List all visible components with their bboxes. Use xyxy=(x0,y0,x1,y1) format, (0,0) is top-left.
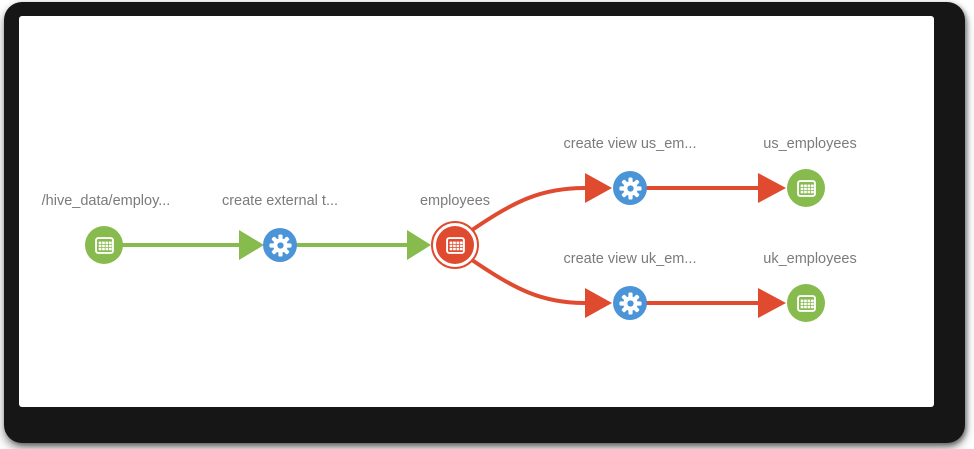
edge-hive-to-create-external xyxy=(122,230,264,260)
edge-create-view-us-to-us-employees xyxy=(646,173,786,203)
node-uk-employees[interactable] xyxy=(787,284,825,322)
gear-icon xyxy=(618,176,642,200)
node-create-view-uk[interactable] xyxy=(613,286,647,320)
arrowhead-icon xyxy=(239,230,264,260)
gear-icon xyxy=(268,233,292,257)
arrowhead-icon xyxy=(407,230,431,260)
node-label-create-view-uk: create view uk_em... xyxy=(563,251,697,267)
node-label-us-employees: us_employees xyxy=(763,136,857,152)
edges-layer xyxy=(122,173,786,318)
arrowhead-icon xyxy=(758,173,786,203)
lineage-canvas[interactable]: /hive_data/employ... create external t..… xyxy=(19,16,934,407)
table-icon xyxy=(796,179,816,197)
node-employees-selected[interactable] xyxy=(431,221,479,269)
node-label-create-view-us: create view us_em... xyxy=(563,136,697,152)
node-label-create-external: create external t... xyxy=(221,193,339,209)
gear-icon xyxy=(618,291,642,315)
edge-create-view-uk-to-uk-employees xyxy=(646,288,786,318)
node-create-view-us[interactable] xyxy=(613,171,647,205)
table-icon xyxy=(94,236,114,254)
node-label-hive-data: /hive_data/employ... xyxy=(41,193,171,209)
node-employees-circle xyxy=(436,226,474,264)
node-create-external-table[interactable] xyxy=(263,228,297,262)
edge-create-external-to-employees xyxy=(296,230,431,260)
node-us-employees[interactable] xyxy=(787,169,825,207)
node-label-uk-employees: uk_employees xyxy=(763,251,857,267)
arrowhead-icon xyxy=(758,288,786,318)
node-hive-data-path[interactable] xyxy=(85,226,123,264)
table-icon xyxy=(445,236,465,254)
arrowhead-icon xyxy=(585,288,612,318)
node-label-employees: employees xyxy=(419,193,491,209)
screenshot-frame: /hive_data/employ... create external t..… xyxy=(4,2,965,443)
edge-employees-to-create-view-uk xyxy=(470,258,612,318)
table-icon xyxy=(796,294,816,312)
arrowhead-icon xyxy=(585,173,612,203)
